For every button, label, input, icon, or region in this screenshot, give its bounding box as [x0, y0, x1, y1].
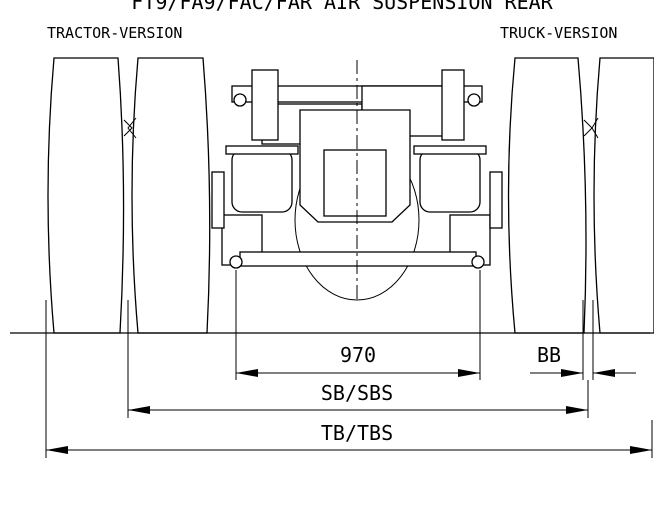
left-inner-tire [127, 57, 211, 334]
dimension-bb-label: BB [537, 343, 561, 367]
dimension-970: 970 [235, 270, 481, 380]
dimension-sb-sbs: SB/SBS [127, 300, 589, 418]
right-inner-tire [507, 57, 593, 334]
dimension-tb-label: TB/TBS [321, 421, 393, 445]
drawing-title: FT9/FA9/FAC/FAR AIR SUSPENSION REAR [131, 0, 553, 14]
dimension-tb-tbs: TB/TBS [45, 300, 653, 458]
dimension-bb: BB [530, 300, 636, 380]
axle-suspension-assembly [211, 60, 503, 301]
right-outer-tire [591, 57, 654, 334]
tractor-version-label: TRACTOR-VERSION [47, 24, 182, 42]
dimension-970-label: 970 [340, 343, 376, 367]
truck-version-label: TRUCK-VERSION [500, 24, 617, 42]
dimension-sb-label: SB/SBS [321, 381, 393, 405]
left-outer-tire [47, 57, 133, 334]
